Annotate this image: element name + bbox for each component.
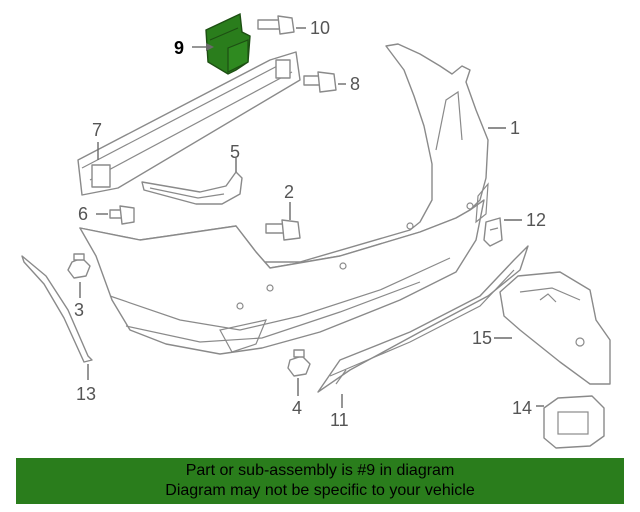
- callout-7: 7: [92, 120, 102, 140]
- callout-9-highlighted: 9: [174, 38, 184, 58]
- callout-10: 10: [310, 18, 330, 38]
- info-banner: Part or sub-assembly is #9 in diagram Di…: [16, 458, 624, 504]
- bracket-part-12: [483, 217, 503, 247]
- callout-4: 4: [292, 398, 302, 418]
- callout-8: 8: [350, 74, 360, 94]
- module-part-14: [543, 395, 605, 449]
- callout-2: 2: [284, 182, 294, 202]
- lower-valance-part-11: [317, 245, 529, 393]
- clip-part-3: [67, 253, 91, 279]
- bolt-part-6: [109, 205, 135, 225]
- callout-12: 12: [526, 210, 546, 230]
- reinforcement-bar-part-7: [77, 51, 301, 196]
- parts-diagram: 1 2 3 4 5 6 7 8 9 10 11 12 13 14 15: [21, 12, 611, 449]
- callout-5: 5: [230, 142, 240, 162]
- bolt-part-8: [303, 71, 337, 93]
- callout-1: 1: [510, 118, 520, 138]
- absorber-part-5: [141, 171, 243, 205]
- callout-15: 15: [472, 328, 492, 348]
- banner-line-disclaimer: Diagram may not be specific to your vehi…: [165, 482, 475, 499]
- bracket-part-9-highlighted[interactable]: [205, 12, 251, 75]
- bolt-part-2: [265, 219, 301, 241]
- liner-part-15: [499, 271, 611, 385]
- callout-14: 14: [512, 398, 532, 418]
- bolt-part-10: [257, 15, 295, 35]
- callout-11: 11: [330, 410, 349, 430]
- callout-13: 13: [76, 384, 96, 404]
- bumper-cover-part-1: [79, 43, 489, 355]
- clip-part-4: [287, 349, 311, 377]
- banner-line-part-number: Part or sub-assembly is #9 in diagram: [185, 462, 455, 479]
- leader-lines: [79, 27, 544, 408]
- callout-3: 3: [74, 300, 84, 320]
- molding-part-13: [21, 255, 93, 363]
- callout-6: 6: [78, 204, 88, 224]
